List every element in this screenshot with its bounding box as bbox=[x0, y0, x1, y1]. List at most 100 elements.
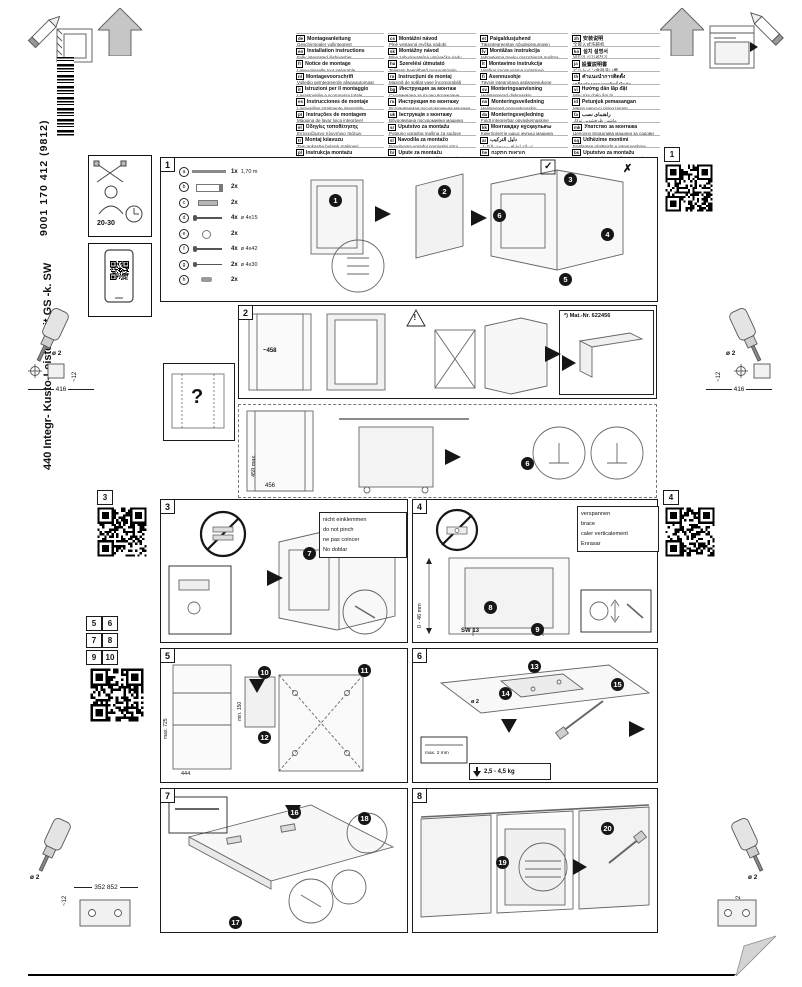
language-title: Montagevoorschrift bbox=[305, 73, 354, 80]
language-subtitle: Mesin pencuci piring tanam bbox=[573, 105, 628, 110]
qr-code bbox=[109, 260, 130, 281]
drill-icon bbox=[36, 308, 69, 362]
final-install-diagram bbox=[420, 804, 650, 918]
language-title: 設置説明書 bbox=[581, 61, 608, 68]
language-subtitle: Tam ankastre bulaşık makinesi bbox=[297, 143, 359, 148]
slide-in-diagram bbox=[246, 410, 644, 494]
part-icon bbox=[192, 229, 228, 239]
language-title: Упатство за монтажа bbox=[584, 124, 638, 131]
install-time: 20-30 bbox=[97, 220, 115, 227]
step-number: 5 bbox=[160, 648, 175, 663]
language-title: Szerelési útmutató bbox=[399, 61, 445, 68]
language-title: Navodila za montažo bbox=[397, 137, 449, 144]
language-subtitle: Popolnoma vgradni pomivalni stroj bbox=[389, 143, 458, 148]
part-row: d 4x ø 4x15 bbox=[179, 211, 307, 227]
part-dimension: 1,70 m bbox=[240, 168, 258, 175]
step-marker: 2 bbox=[438, 185, 451, 198]
language-title: Montážní návod bbox=[398, 35, 438, 42]
arrow-up-icon bbox=[660, 8, 704, 56]
note-box: verspannen brace caler verticalement Enr… bbox=[577, 506, 659, 553]
language-subtitle: Εντοιχιζόμενο πλυντήριο πιάτων bbox=[297, 131, 362, 135]
language-title: Οδηγίες τοποθέτησης bbox=[305, 124, 359, 131]
language-title: Paigaldusjuhend bbox=[489, 35, 531, 42]
language-code: fi bbox=[480, 73, 487, 81]
language-code: sv bbox=[480, 85, 489, 94]
language-code: sk bbox=[388, 47, 397, 55]
language-title: دليل التركيب bbox=[490, 137, 518, 144]
dimension-line: 416 bbox=[706, 386, 772, 393]
part-letter: e bbox=[179, 228, 189, 239]
language-subtitle: 全嵌入式洗碗机 bbox=[573, 42, 605, 46]
language-code: vi bbox=[572, 85, 580, 94]
weight-label: 2,5 - 4,5 kg bbox=[484, 768, 515, 775]
hinge-plate-icon bbox=[79, 899, 131, 927]
part-dimension: ø 4x42 bbox=[240, 246, 258, 253]
language-subtitle: Кіріктірілетін ыдыс жуғыш машина bbox=[481, 131, 553, 135]
front-panel-diagram bbox=[172, 664, 364, 772]
part-letter: h bbox=[179, 275, 189, 286]
step-number: 8 bbox=[412, 788, 427, 803]
language-code: tr bbox=[296, 136, 304, 144]
language-code: ru bbox=[388, 98, 397, 106]
part-row: b 2x bbox=[179, 180, 307, 196]
step-marker: 10 bbox=[258, 666, 271, 679]
language-title: Petunjuk pemasangan bbox=[581, 99, 636, 106]
step-marker: 15 bbox=[611, 678, 624, 691]
language-subtitle: Helintegrerad diskmaskin bbox=[481, 93, 532, 97]
language-subtitle: Geschirrspüler vollintegriert bbox=[297, 42, 352, 46]
qr-step-label: 9 bbox=[86, 650, 102, 665]
part-letter: d bbox=[179, 213, 189, 224]
part-letter: g bbox=[179, 259, 189, 270]
language-subtitle: Lavavajillas totalmente integrable bbox=[297, 105, 364, 110]
language-title: Udhëzime montimi bbox=[583, 137, 629, 144]
language-code: mk bbox=[572, 123, 583, 132]
step-marker: 12 bbox=[258, 731, 271, 744]
language-code: el bbox=[296, 123, 304, 132]
language-code: sl bbox=[388, 136, 396, 144]
niche-diagram bbox=[248, 309, 561, 395]
language-title: Uputstvo za montažu bbox=[398, 124, 450, 131]
overview-diagram bbox=[310, 159, 624, 293]
language-title: Instrucciones de montaje bbox=[306, 99, 369, 106]
step-marker: 20 bbox=[601, 822, 614, 835]
hinge-plate-icon bbox=[717, 899, 757, 927]
dim-label: 444 bbox=[181, 771, 191, 777]
language-title: Montážny návod bbox=[398, 48, 439, 55]
part-row: h 2x bbox=[179, 273, 307, 289]
language-code: kk bbox=[480, 123, 489, 132]
language-title: Montāžas instrukcija bbox=[489, 48, 540, 55]
language-subtitle: Potpuno ugradna mašina za sudove bbox=[389, 131, 462, 135]
drill-icon bbox=[38, 818, 71, 872]
drill-hole-icon bbox=[734, 363, 771, 379]
language-title: Instruções de montagem bbox=[306, 111, 367, 118]
language-code: bs bbox=[572, 149, 582, 157]
arrow-down-icon bbox=[473, 766, 481, 777]
niche-outline bbox=[171, 373, 225, 429]
step-panel-6: 6 ø 2 max. 2 mm 2,5 - 4,5 kg 13 14 15 bbox=[412, 648, 658, 783]
language-code: pt bbox=[296, 111, 305, 119]
step-marker: 13 bbox=[528, 660, 541, 673]
check-icon: ✓ bbox=[544, 161, 553, 172]
note-line: ne pas coincer bbox=[323, 537, 360, 544]
qr-step-label: 7 bbox=[86, 633, 102, 648]
step-marker: 3 bbox=[564, 173, 577, 186]
niche-icon bbox=[56, 28, 93, 63]
language-entry: thคำแนะนำการติดตั้ง เครื่องล้างจานแบบติด… bbox=[572, 71, 660, 84]
step-marker: 8 bbox=[484, 601, 497, 614]
language-code: he bbox=[480, 149, 490, 157]
